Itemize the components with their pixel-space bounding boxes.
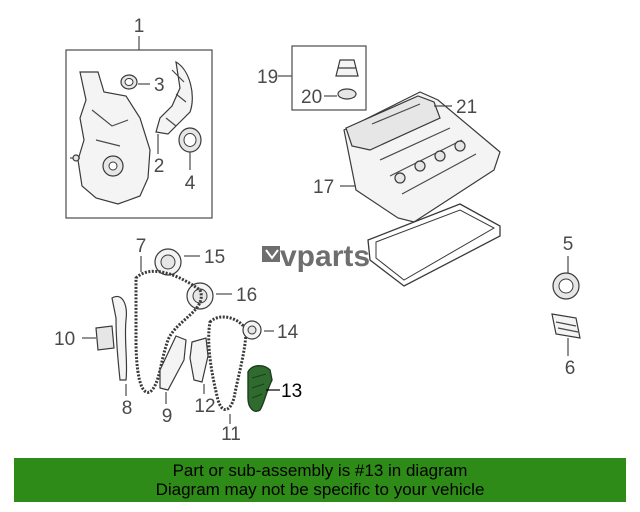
timing-cover-group: 1 3 2 4 (65, 16, 213, 219)
oil-cap-seal-part-20[interactable] (337, 88, 357, 100)
chain-guide-part-12[interactable] (189, 337, 209, 383)
tensioner-part-10[interactable] (95, 325, 115, 351)
callout-17[interactable]: 17 (313, 177, 334, 198)
callout-2[interactable]: 2 (154, 156, 165, 177)
timing-chain-group: 15 16 7 11 14 8 10 9 12 (54, 236, 302, 445)
callout-15[interactable]: 15 (204, 247, 225, 268)
timing-chain-part-7[interactable] (134, 269, 203, 394)
cover-bolt (72, 154, 80, 162)
banner-line-2: Diagram may not be specific to your vehi… (155, 480, 485, 499)
banner-line-1: Part or sub-assembly is #13 in diagram (172, 461, 468, 480)
chain-guide-part-13-highlighted[interactable] (247, 365, 273, 412)
callout-13[interactable]: 13 (281, 381, 302, 402)
info-banner: Part or sub-assembly is #13 in diagram D… (14, 458, 626, 502)
valve-cover-gasket[interactable] (367, 203, 501, 287)
gasket-part-2[interactable] (155, 60, 193, 135)
watermark-text: vparts (280, 240, 370, 273)
valve-cover-top-part-21[interactable] (345, 95, 441, 151)
callout-5[interactable]: 5 (563, 234, 574, 255)
callout-20[interactable]: 20 (301, 87, 322, 108)
callout-21[interactable]: 21 (456, 97, 477, 118)
timing-chain-part-11[interactable] (207, 315, 248, 411)
callout-4[interactable]: 4 (185, 173, 196, 194)
callout-1[interactable]: 1 (134, 16, 145, 37)
callout-10[interactable]: 10 (54, 329, 75, 350)
callout-6[interactable]: 6 (565, 358, 576, 379)
callout-19[interactable]: 19 (257, 67, 278, 88)
callout-9[interactable]: 9 (162, 406, 173, 427)
callout-3[interactable]: 3 (154, 75, 165, 96)
right-parts-group: 5 6 (551, 234, 581, 379)
chain-guide-part-9[interactable] (159, 335, 187, 391)
timing-cover-part[interactable] (77, 71, 151, 205)
chain-guide-part-8[interactable] (111, 295, 128, 381)
oil-cap-part[interactable] (335, 59, 359, 77)
bracket-part-6[interactable] (551, 313, 581, 339)
oil-cap-group: 19 20 (257, 45, 367, 111)
valve-cover-group: 21 17 (313, 91, 501, 287)
callout-8[interactable]: 8 (122, 398, 133, 419)
callout-16[interactable]: 16 (236, 285, 257, 306)
watermark: vparts (262, 240, 370, 273)
callout-12[interactable]: 12 (194, 396, 215, 417)
callout-7[interactable]: 7 (136, 236, 147, 257)
callout-14[interactable]: 14 (277, 322, 299, 343)
callout-11[interactable]: 11 (221, 424, 241, 445)
